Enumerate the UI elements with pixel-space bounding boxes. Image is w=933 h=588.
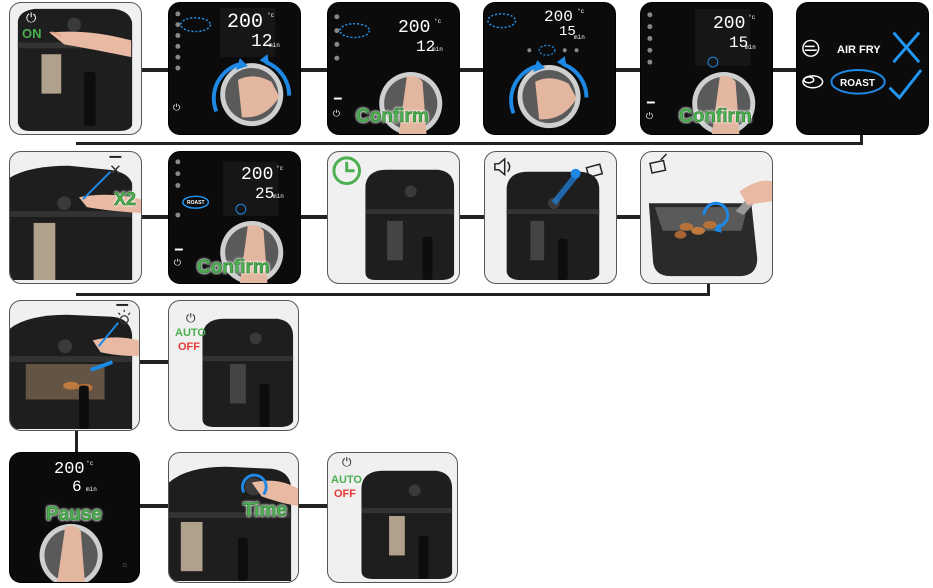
connector-row4b: [297, 504, 329, 508]
lcd-time-unit: min: [269, 43, 280, 49]
step-3-confirm: ⏻ 200 °c 12 min Confirm: [327, 2, 460, 135]
step-11-shake-basket: [640, 151, 773, 284]
check-icon: [890, 70, 922, 98]
lcd-time: 6: [72, 479, 82, 495]
auto-label: AUTO: [331, 475, 362, 486]
step-8-roast-confirm: ⏻ ROAST 200 °c 25 min Confirm: [168, 151, 301, 284]
lcd-time-unit: min: [432, 47, 443, 53]
connector-row3-down: [75, 430, 78, 454]
confirm-label: Confirm: [356, 107, 429, 126]
off-label: OFF: [334, 489, 356, 500]
speaker-icon: [495, 159, 510, 175]
air-fry-option: AIR FRY: [837, 44, 881, 56]
svg-text:⌂: ⌂: [122, 560, 127, 569]
lcd-temp: 200: [544, 9, 573, 25]
time-label: Time: [243, 501, 287, 520]
connector-row2-return: [76, 293, 710, 296]
lcd-temp-unit: °c: [276, 166, 283, 172]
lcd-temp: 200: [227, 13, 263, 33]
power-icon: ⏻: [186, 311, 196, 326]
x-icon: [894, 33, 920, 63]
step-6-mode-choice: AIR FRY ROAST: [796, 2, 929, 135]
lcd-temp: 200: [398, 19, 430, 37]
svg-text:⏻: ⏻: [174, 257, 181, 267]
power-icon: ⏻: [26, 10, 36, 26]
connector-row3: [138, 360, 170, 364]
lcd-time-unit: min: [574, 35, 585, 41]
lcd-temp: 200: [54, 461, 85, 478]
roast-mode-label: ROAST: [187, 200, 205, 206]
air-fry-icon: [803, 40, 819, 56]
connector-row4a: [138, 504, 170, 508]
step-4-rotate-dial: 200 °c 15 min: [483, 2, 616, 135]
lcd-temp: 200: [241, 166, 273, 184]
lcd-temp: 200: [713, 15, 745, 33]
lcd-temp-unit: °c: [267, 13, 274, 19]
roast-option: ROAST: [840, 78, 875, 89]
lcd-temp-unit: °c: [748, 15, 755, 21]
on-label: ON: [22, 27, 42, 40]
lcd-temp-unit: °c: [434, 19, 441, 25]
connector-row1-return: [76, 142, 863, 145]
step-5-confirm: ⏻ 200 °c 15 min Confirm: [640, 2, 773, 135]
lcd-temp-unit: °c: [86, 461, 93, 467]
svg-text:⏻: ⏻: [646, 111, 653, 121]
step-15-adjust-time: Time: [168, 452, 299, 583]
step-9-cooking-timer: [327, 151, 460, 284]
confirm-label: Confirm: [679, 107, 752, 126]
clock-icon: [334, 158, 360, 184]
pause-label: Pause: [46, 505, 102, 524]
roast-icon: [803, 76, 823, 88]
power-icon: ⏻: [342, 455, 352, 470]
off-label: OFF: [178, 342, 200, 353]
lcd-time-unit: min: [273, 194, 284, 200]
step-16-auto-off: ⏻ AUTO OFF: [327, 452, 458, 583]
shake-basket-icon: [650, 154, 667, 173]
step-7-press-twice: X2: [9, 151, 142, 284]
times-two-label: X2: [114, 190, 136, 208]
step-12-toggle-light: [9, 300, 140, 431]
lcd-temp-unit: °c: [577, 9, 584, 15]
step-13-auto-off: ⏻ AUTO OFF: [168, 300, 299, 431]
step-10-beep-alert: [484, 151, 617, 284]
step-14-pause: ⌂ 200 °c 6 min Pause: [9, 452, 140, 583]
svg-text:⏻: ⏻: [333, 108, 340, 118]
step-1-power-on: ⏻ ON: [9, 2, 142, 135]
lcd-time: 25: [255, 186, 274, 202]
svg-text:⏻: ⏻: [173, 102, 180, 112]
confirm-label: Confirm: [197, 258, 270, 277]
lcd-time-unit: min: [745, 45, 756, 51]
auto-label: AUTO: [175, 328, 206, 339]
lcd-time-unit: min: [86, 487, 97, 493]
step-2-rotate-dial: ⏻ 200 °c 12 min: [168, 2, 301, 135]
